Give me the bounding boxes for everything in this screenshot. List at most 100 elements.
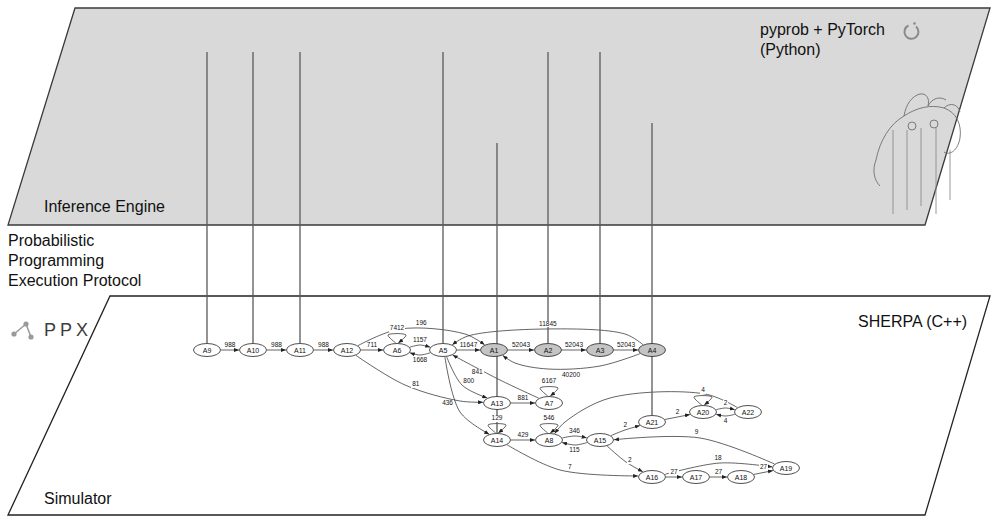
label-slot: 27 [759, 464, 768, 471]
label-slot: 40200 [561, 372, 581, 379]
label-slot: 2 [675, 409, 681, 416]
address-node: A16 [638, 470, 666, 484]
label-slot: 346 [568, 428, 581, 435]
label-slot: 7412 [389, 325, 405, 332]
transition-arrow [562, 436, 586, 438]
label-slot: 27 [669, 469, 678, 476]
transition-arrow [221, 350, 239, 351]
node-outline [481, 344, 508, 357]
node-outline [735, 406, 762, 419]
edge-count: 4 [723, 418, 729, 425]
address-node: A3 [586, 343, 614, 357]
address-node: A17 [682, 470, 710, 484]
transition-arrow [507, 445, 638, 476]
label-slot: 27 [714, 469, 723, 476]
layer-plane: A9A10A11A12A6A5A1A2A3A4A13A7A14A8A15A21A… [8, 296, 990, 515]
edge-count: 52043 [616, 342, 636, 349]
transition-arrow [508, 350, 534, 351]
label-slot: 81 [411, 381, 420, 388]
edge-count: 988 [270, 342, 283, 349]
address-node: A6 [383, 343, 411, 357]
hand-outline [876, 106, 960, 160]
transition-arrow [716, 408, 735, 410]
text-slot: SHERPA (C++) [858, 312, 967, 332]
node-label: A8 [545, 437, 554, 444]
plane-shape [8, 8, 990, 225]
edge-count: 429 [517, 432, 530, 439]
address-node: A11 [286, 343, 314, 357]
protocol-link [651, 123, 652, 415]
node-label: A14 [491, 437, 503, 444]
label-slot: 18 [713, 455, 722, 462]
label-slot: 546 [543, 415, 556, 422]
node-outline [194, 344, 221, 357]
label-slot: 2 [627, 457, 633, 464]
address-node: A5 [429, 343, 457, 357]
edge-count: 1157 [412, 337, 428, 344]
puppet-string [921, 128, 922, 206]
node-label: A19 [780, 465, 792, 472]
label-slot: 129 [491, 415, 504, 422]
transition-arrow [503, 354, 640, 370]
node-outline [773, 462, 800, 475]
knuckle-sketch [908, 122, 916, 130]
node-label: A10 [247, 347, 259, 354]
transition-arrow [511, 440, 535, 441]
address-node: A20 [689, 405, 717, 419]
transition-arrow [614, 436, 775, 464]
node-outline [728, 471, 755, 484]
transition-arrow [694, 396, 712, 405]
label-slot: 115 [568, 447, 580, 454]
label-slot: 988 [270, 342, 283, 349]
label-slot: 2 [622, 422, 628, 429]
node-outline [384, 344, 411, 357]
edge-count: 800 [462, 378, 475, 385]
protocol-name: Probabilistic Programming Execution Prot… [8, 231, 158, 291]
address-node: A21 [638, 415, 666, 429]
label-slot: 881 [517, 395, 530, 402]
node-outline [690, 406, 717, 419]
logo-dot [11, 331, 16, 336]
edge-count: 988 [317, 342, 330, 349]
layer-plane: pyprob + PyTorch (Python)Inference Engin… [8, 8, 990, 225]
edge-count: 2 [723, 400, 729, 407]
puppeteer-hand [874, 94, 960, 186]
label-slot: 436 [441, 400, 454, 407]
edge-count: 27 [669, 469, 678, 476]
finger-sketch [928, 98, 946, 106]
node-outline [683, 471, 710, 484]
edge-count: 346 [568, 428, 581, 435]
node-label: A9 [203, 347, 212, 354]
node-label: A6 [393, 347, 402, 354]
puppet-string [936, 128, 937, 214]
address-node: A22 [734, 405, 762, 419]
edge-count: 2 [675, 409, 681, 416]
protocol-link [599, 52, 600, 343]
layer-name: Simulator [44, 489, 112, 509]
edge-count: 436 [441, 400, 454, 407]
protocol-link [547, 52, 548, 343]
node-label: A12 [341, 347, 353, 354]
address-node: A1 [480, 343, 508, 357]
protocol-link [299, 52, 300, 343]
transition-arrow [511, 403, 535, 404]
pytorch-dot [913, 22, 916, 25]
text-slot: pyprob + PyTorch (Python) [760, 20, 910, 60]
node-outline [639, 416, 666, 429]
plane-outline [8, 296, 990, 515]
transition-arrow [562, 443, 587, 445]
label-slot: 988 [317, 342, 330, 349]
logo-dot [28, 334, 33, 339]
node-label: A18 [735, 474, 747, 481]
edge-group [207, 52, 775, 477]
label-slot: 2 [723, 400, 729, 407]
edge-count: 52043 [511, 342, 531, 349]
node-outline [587, 344, 614, 357]
address-node: A2 [534, 343, 562, 357]
knuckle-sketch [930, 120, 938, 128]
transition-arrow [410, 345, 430, 347]
transition-arrow [555, 392, 738, 434]
node-label: A22 [742, 409, 754, 416]
address-node: A8 [535, 433, 563, 447]
node-label: A5 [439, 347, 448, 354]
